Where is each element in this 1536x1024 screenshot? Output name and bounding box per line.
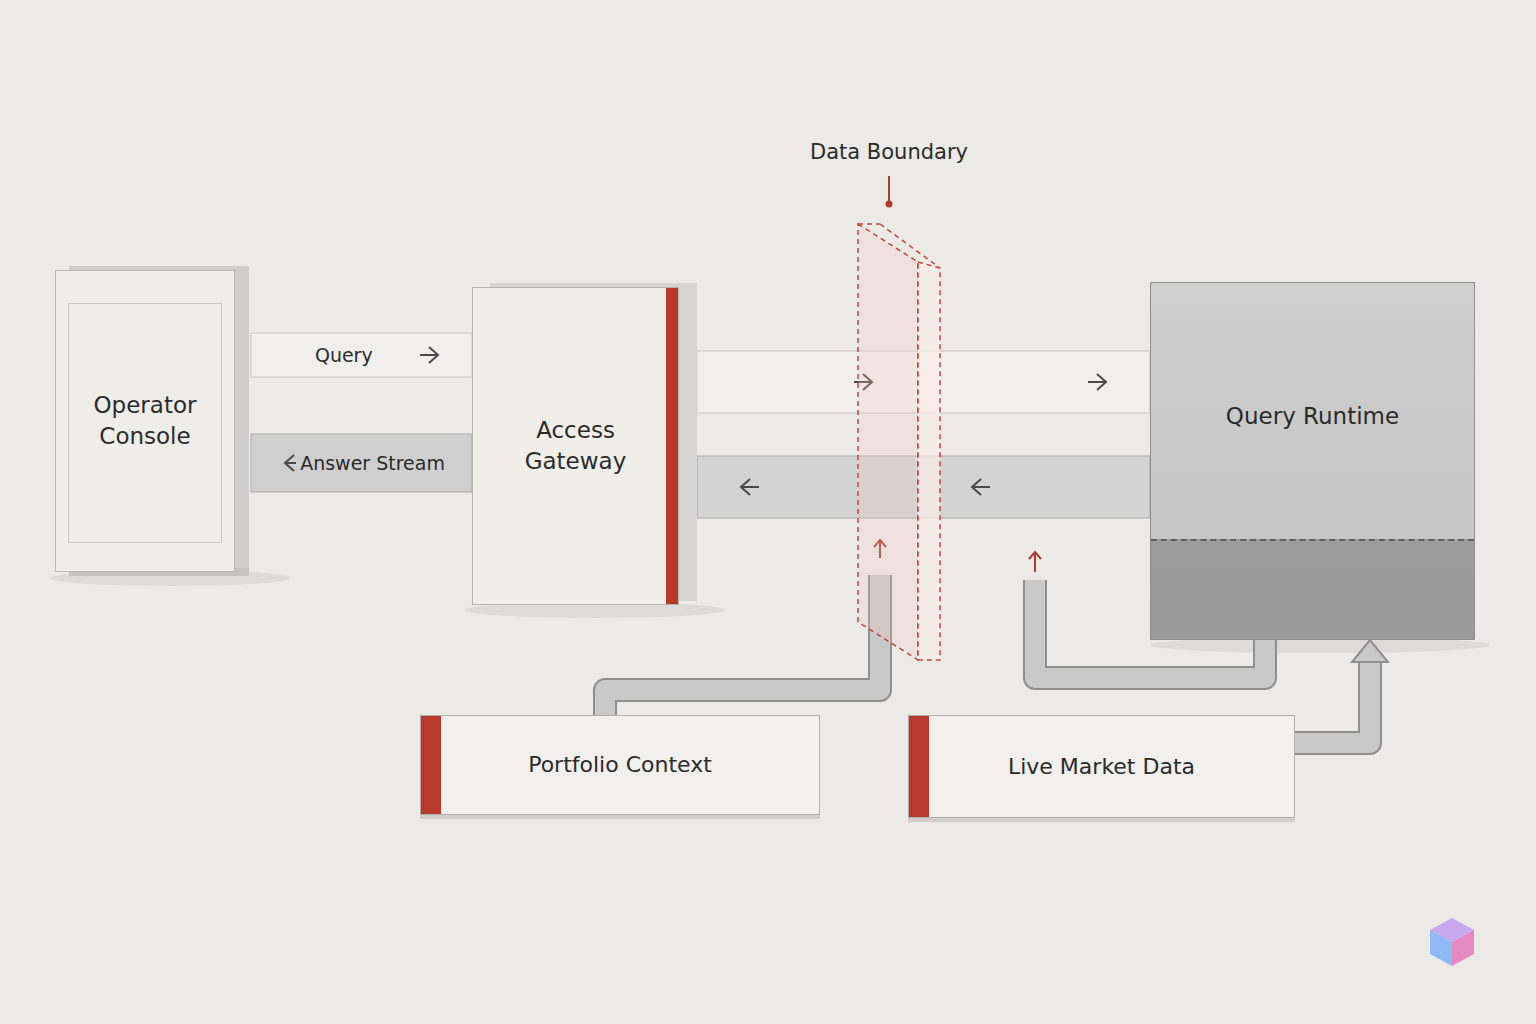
shadow [50, 570, 290, 586]
flow-band [251, 333, 472, 377]
node-label: Query Runtime [1216, 401, 1409, 432]
red-arrow [874, 540, 886, 558]
flow-arrowhead [972, 479, 990, 495]
node-label: Live Market Data [998, 752, 1205, 782]
watermark-cube [1430, 918, 1474, 966]
runtime-box: Query Runtime [1150, 282, 1475, 640]
pipe-outline [1295, 658, 1370, 743]
data-boundary-top [880, 224, 940, 268]
red-accent-strip [421, 716, 441, 814]
band-body [251, 333, 472, 377]
flow-band [697, 456, 1150, 518]
market-data-store: Live Market Data [908, 715, 1295, 818]
console-box: Operator Console [55, 270, 235, 572]
data-boundary-top [858, 223, 880, 225]
data-boundary-edge [918, 262, 940, 660]
flow-arrowhead [420, 347, 438, 363]
context-store: Portfolio Context [420, 715, 820, 815]
red-arrow [1029, 552, 1041, 572]
red-accent-strip [909, 716, 929, 817]
leader-line [888, 176, 890, 202]
flow-label: Query [311, 343, 377, 367]
flow-band [251, 434, 472, 492]
band-body [251, 434, 472, 492]
data-feed-pipe [1295, 640, 1388, 743]
data-boundary-panel [858, 224, 918, 660]
boundary-label: Data Boundary [810, 140, 968, 164]
flow-arrowhead [741, 479, 759, 495]
flow-arrowhead [854, 374, 872, 390]
gateway-box: Access Gateway [472, 287, 679, 605]
flow-band [697, 351, 1150, 413]
flow-arrowhead [1088, 374, 1106, 390]
pipe-arrowhead [1352, 640, 1388, 662]
leader-dot [886, 201, 893, 208]
dashed-divider [1151, 539, 1474, 541]
node-label: Access Gateway [483, 415, 668, 477]
node-label: Operator Console [66, 390, 224, 452]
red-accent-strip [666, 288, 678, 604]
band-body [697, 456, 1150, 518]
flow-label: Answer Stream [296, 451, 449, 475]
node-label: Portfolio Context [518, 750, 722, 780]
band-body [697, 351, 1150, 413]
pipe-body [1295, 658, 1370, 743]
